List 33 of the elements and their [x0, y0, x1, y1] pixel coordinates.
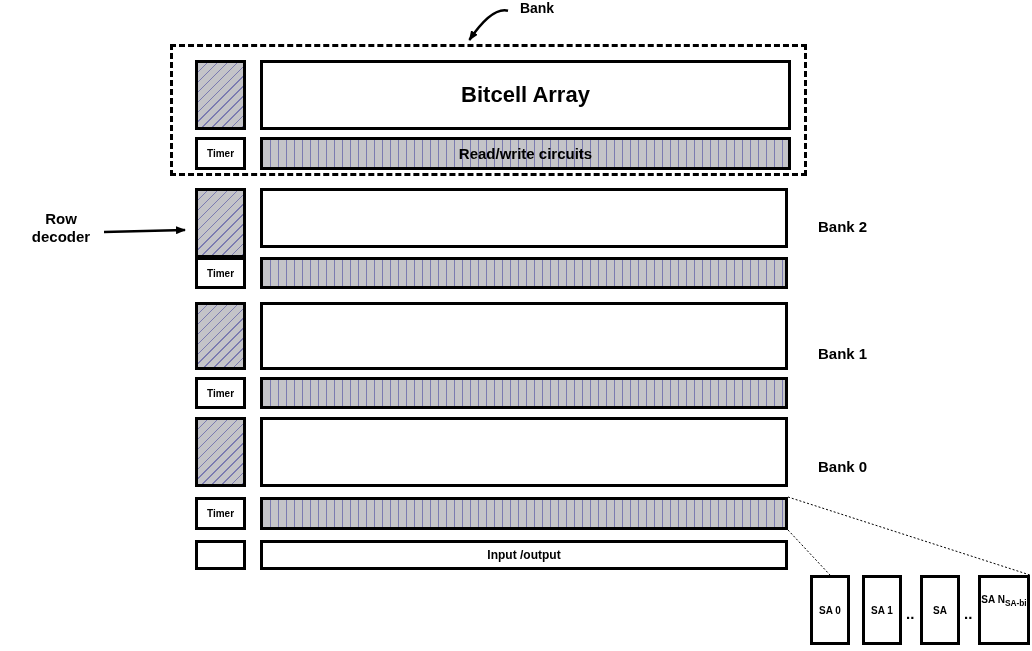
row-decoder-block	[195, 417, 246, 487]
zoom-line	[787, 529, 831, 576]
row-decoder-label: Row decoder	[18, 210, 104, 250]
sense-amp-block: SA 1	[862, 575, 902, 645]
bank-label: Bank 1	[818, 345, 868, 362]
arrow	[103, 226, 186, 235]
arrow	[468, 9, 509, 41]
ellipsis: ..	[906, 605, 915, 622]
bank-label: Bank 2	[818, 218, 868, 235]
io-side-block	[195, 540, 246, 570]
read-write-block	[260, 257, 788, 289]
row-decoder-block	[195, 188, 246, 258]
timer-block: Timer	[195, 377, 246, 409]
read-write-block	[260, 377, 788, 409]
bitcell-array-block	[260, 417, 788, 487]
timer-block: Timer	[195, 497, 246, 530]
ellipsis: ..	[964, 605, 973, 622]
row-decoder-block	[195, 302, 246, 370]
bitcell-array-block	[260, 302, 788, 370]
row-decoder-block	[195, 60, 246, 130]
bitcell-array-block: Bitcell Array	[260, 60, 791, 130]
bank-label: Bank	[512, 0, 562, 18]
read-write-block: Read/write circuits	[260, 137, 791, 170]
read-write-block	[260, 497, 788, 530]
timer-block: Timer	[195, 137, 246, 170]
sense-amp-block: SA	[920, 575, 960, 645]
bank-outline	[170, 44, 807, 176]
sense-amp-block: SA N$_{SA-bi}$	[978, 575, 1030, 645]
bitcell-array-block	[260, 188, 788, 248]
timer-block: Timer	[195, 257, 246, 289]
input-output-block: Input /output	[260, 540, 788, 570]
bank-label: Bank 0	[818, 458, 868, 475]
sense-amp-block: SA 0	[810, 575, 850, 645]
